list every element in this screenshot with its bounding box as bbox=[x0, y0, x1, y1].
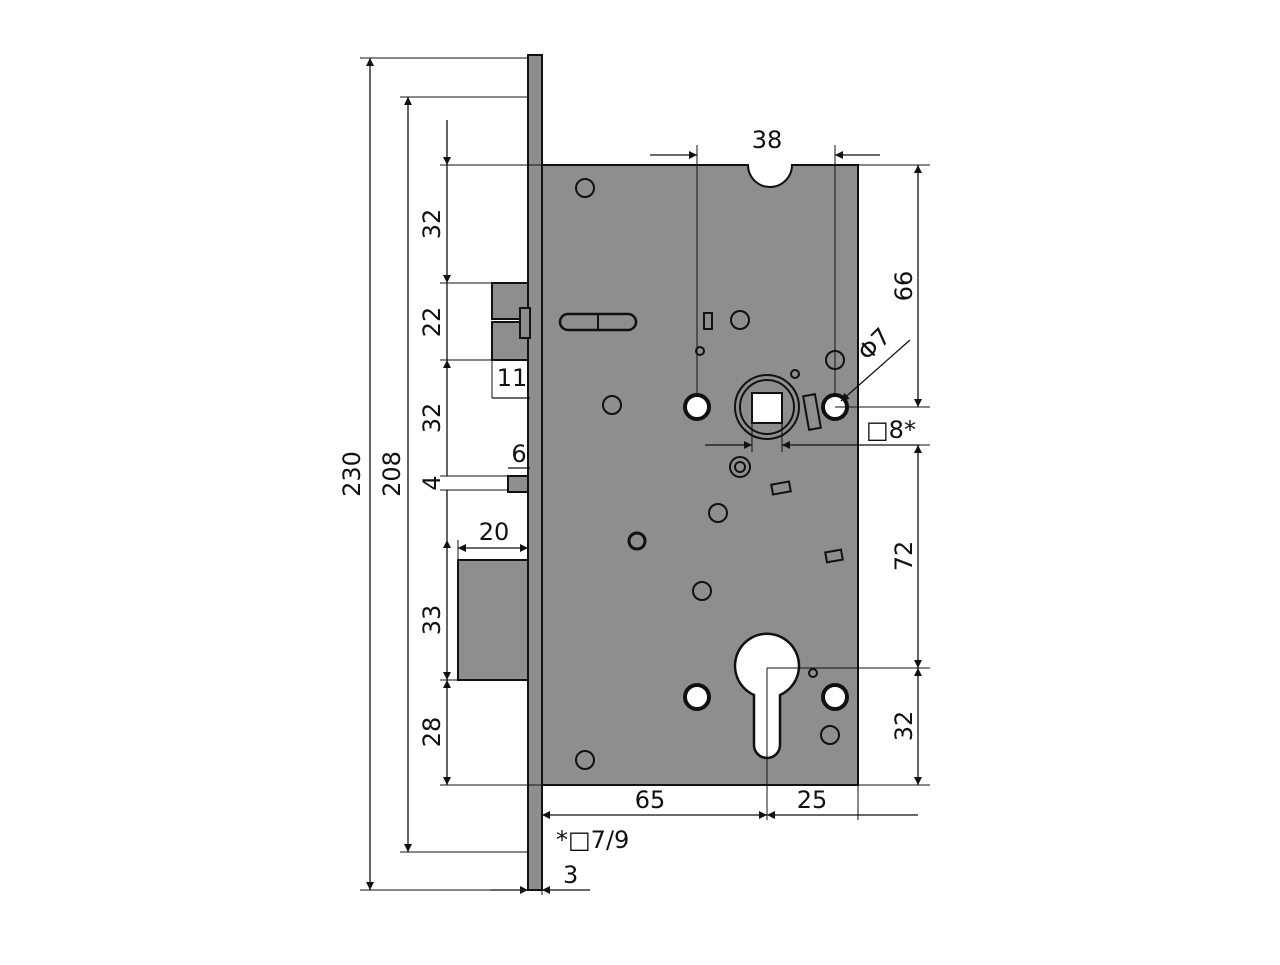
dim-32-top: 32 bbox=[418, 209, 446, 240]
aux-latch bbox=[507, 475, 529, 493]
dim-66: 66 bbox=[890, 271, 918, 302]
latch bbox=[491, 282, 531, 361]
dim-208: 208 bbox=[378, 451, 406, 497]
dim-38: 38 bbox=[752, 126, 783, 154]
dim-230: 230 bbox=[338, 451, 366, 497]
dim-28: 28 bbox=[418, 717, 446, 748]
dim-11: 11 bbox=[497, 364, 528, 392]
faceplate bbox=[527, 54, 543, 891]
dim-32-mid: 32 bbox=[418, 403, 446, 434]
dim-4: 4 bbox=[418, 475, 446, 490]
spindle-hub bbox=[734, 374, 800, 440]
dim-33: 33 bbox=[418, 605, 446, 636]
dim-72: 72 bbox=[890, 541, 918, 572]
dimension-lines bbox=[366, 58, 922, 894]
dim-3: 3 bbox=[563, 861, 578, 889]
dim-20: 20 bbox=[479, 518, 510, 546]
dim-6: 6 bbox=[511, 440, 526, 468]
lock-body bbox=[541, 164, 859, 786]
deadbolt bbox=[457, 559, 529, 681]
spindle-note: *□7/9 bbox=[556, 826, 629, 854]
dim-65: 65 bbox=[635, 786, 666, 814]
dim-square-8: □8* bbox=[866, 416, 916, 444]
dim-32-bottom: 32 bbox=[890, 711, 918, 742]
dim-25: 25 bbox=[797, 786, 828, 814]
dim-22: 22 bbox=[418, 307, 446, 338]
